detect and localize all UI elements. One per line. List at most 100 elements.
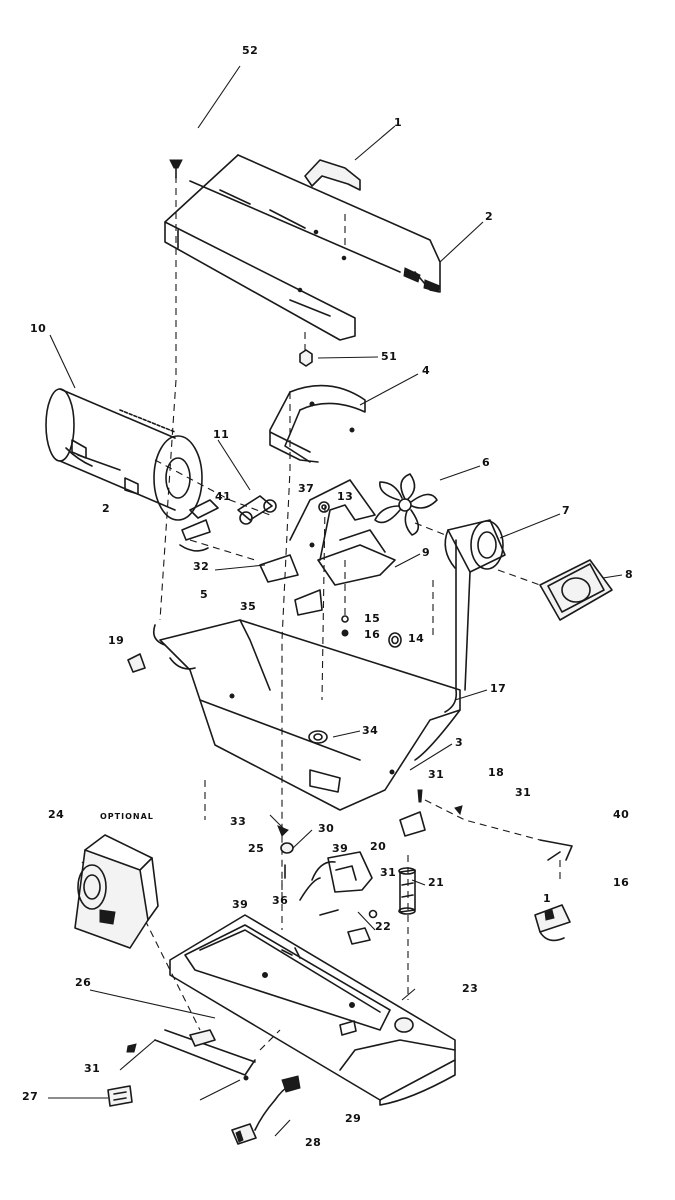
callout-30: 30: [318, 822, 335, 835]
callout-22: 22: [375, 920, 392, 933]
callout-40: 40: [613, 808, 630, 821]
callout-6: 6: [482, 456, 491, 469]
callout-8: 8: [625, 568, 634, 581]
grommet-30-part: [280, 842, 294, 879]
small-hardware: [341, 615, 402, 648]
leader-c26: [89, 989, 216, 1019]
callout-7: 7: [562, 504, 571, 517]
leader-13: [321, 504, 326, 701]
callout-2b: 2: [102, 502, 111, 515]
callout-2: 2: [485, 210, 494, 223]
leader-center-vertical: [281, 392, 291, 890]
leader-c30: [292, 829, 313, 849]
callout-10: 10: [30, 322, 47, 335]
grommet-parts: [318, 501, 330, 513]
leader-c10: [49, 334, 76, 389]
callout-3: 3: [455, 736, 464, 749]
callout-29: 29: [345, 1112, 362, 1125]
callout-31c: 31: [380, 866, 397, 879]
callout-33: 33: [230, 815, 247, 828]
callout-31d: 31: [84, 1062, 101, 1075]
callout-52: 52: [242, 44, 259, 57]
tank-part: [169, 914, 456, 1106]
pump-assembly-part: [299, 851, 378, 945]
callout-31b: 31: [515, 786, 532, 799]
leader-11: [154, 459, 271, 516]
leader-c9: [394, 553, 421, 568]
leader-c27-end: [199, 1079, 241, 1101]
leader-c1: [354, 125, 396, 161]
callout-27: 27: [22, 1090, 39, 1103]
callout-20: 20: [370, 840, 387, 853]
handle-1-part: [304, 159, 361, 191]
callout-11: 11: [213, 428, 230, 441]
switch-1-part: [534, 904, 571, 942]
callout-28: 28: [305, 1136, 322, 1149]
callout-leaders: [48, 65, 623, 1137]
callout-39b: 39: [232, 898, 249, 911]
leader-c39a: [357, 911, 376, 931]
callout-9: 9: [422, 546, 431, 559]
callout-36: 36: [272, 894, 289, 907]
callout-35: 35: [240, 600, 257, 613]
callout-16b: 16: [613, 876, 630, 889]
leader-40: [424, 799, 541, 841]
callout-34: 34: [362, 724, 379, 737]
callout-41: 41: [215, 490, 232, 503]
leader-c32: [214, 564, 266, 571]
base-rail-part: [126, 1029, 256, 1081]
leader-c7: [499, 513, 561, 539]
nut-51-part: [299, 349, 313, 367]
callout-23: 23: [462, 982, 479, 995]
leader-24: [144, 919, 201, 1031]
motor-7-part: [444, 519, 506, 573]
leader-fan-motor: [414, 522, 449, 537]
leader-motor-plate: [497, 569, 541, 586]
leader-c52: [197, 65, 241, 129]
callout-18: 18: [488, 766, 505, 779]
callout-51: 51: [381, 350, 398, 363]
leader-screw-52: [159, 176, 177, 621]
motor-plate-part: [539, 559, 613, 621]
callout-21: 21: [428, 876, 445, 889]
callout-24: 24: [48, 808, 65, 821]
fan-6-part: [374, 473, 438, 536]
leader-c6: [439, 465, 481, 481]
leader-c4: [359, 373, 419, 406]
leader-c2: [439, 221, 484, 263]
burner-support-part: [259, 479, 396, 616]
assembly-leaders: [144, 176, 561, 1051]
upper-shell-part: [164, 154, 441, 341]
optional-cabinet-part: [74, 834, 159, 949]
leader-c3: [409, 743, 453, 771]
lower-shell-part: [152, 619, 461, 811]
callout-1b: 1: [543, 892, 552, 905]
callout-4: 4: [422, 364, 431, 377]
callout-14: 14: [408, 632, 425, 645]
bracket-19-part: [127, 653, 146, 673]
heat-shield-part: [269, 384, 366, 463]
leader-c28: [274, 1119, 291, 1137]
screw-52-part: [169, 159, 183, 179]
callout-17: 17: [490, 682, 507, 695]
leader-c11: [217, 439, 251, 491]
bracket-27-part: [107, 1085, 133, 1107]
callout-5: 5: [200, 588, 209, 601]
leader-29: [259, 1029, 281, 1051]
leader-c21: [411, 879, 426, 886]
callout-26: 26: [75, 976, 92, 989]
leader-c23: [401, 988, 416, 1001]
leader-c34: [332, 730, 361, 738]
filter-21-part: [398, 867, 416, 915]
switch-18-part: [399, 789, 573, 861]
ignitor-assembly-part: [179, 495, 277, 552]
callout-13: 13: [337, 490, 354, 503]
callout-16: 16: [364, 628, 381, 641]
optional-label: OPTIONAL: [100, 812, 154, 821]
leader-c51: [317, 356, 379, 359]
callout-19: 19: [108, 634, 125, 647]
callout-32: 32: [193, 560, 210, 573]
callout-39a: 39: [332, 842, 349, 855]
